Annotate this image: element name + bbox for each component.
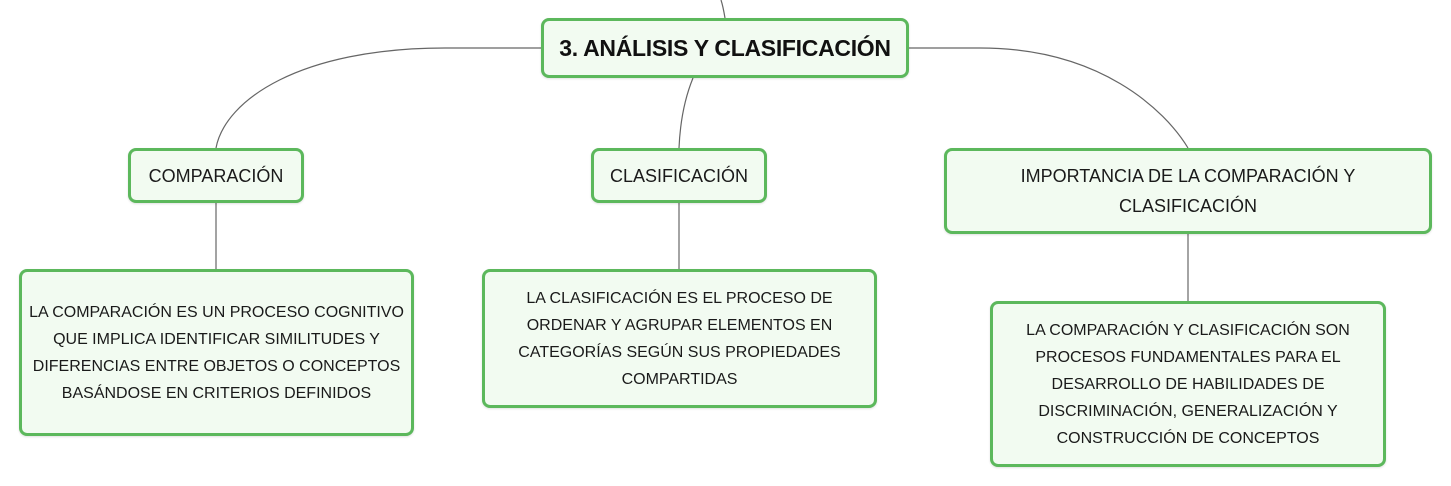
category-node-label: COMPARACIÓN <box>148 165 284 186</box>
connector-root-to-clasificacion <box>678 77 694 149</box>
category-node-clasificacion[interactable]: CLASIFICACIÓN <box>591 148 767 203</box>
connector-root-to-importancia <box>909 47 1189 149</box>
category-node-comparacion[interactable]: COMPARACIÓN <box>128 148 304 203</box>
description-text: LA COMPARACIÓN Y CLASIFICACIÓN SON PROCE… <box>1026 321 1350 447</box>
description-node-clasificacion[interactable]: LA CLASIFICACIÓN ES EL PROCESO DE ORDENA… <box>482 269 877 408</box>
category-node-importancia[interactable]: IMPORTANCIA DE LA COMPARACIÓN Y CLASIFIC… <box>944 148 1432 234</box>
description-node-importancia[interactable]: LA COMPARACIÓN Y CLASIFICACIÓN SON PROCE… <box>990 301 1386 467</box>
description-text: LA COMPARACIÓN ES UN PROCESO COGNITIVO Q… <box>29 303 404 402</box>
description-text: LA CLASIFICACIÓN ES EL PROCESO DE ORDENA… <box>518 289 841 388</box>
root-node[interactable]: 3. ANÁLISIS Y CLASIFICACIÓN <box>541 18 909 78</box>
connector-incoming-to-root <box>720 0 726 19</box>
description-node-comparacion[interactable]: LA COMPARACIÓN ES UN PROCESO COGNITIVO Q… <box>19 269 414 436</box>
category-node-label: CLASIFICACIÓN <box>609 165 749 186</box>
connector-root-to-comparacion <box>215 47 541 149</box>
root-node-title: 3. ANÁLISIS Y CLASIFICACIÓN <box>559 34 891 61</box>
category-node-label: IMPORTANCIA DE LA COMPARACIÓN Y CLASIFIC… <box>1020 166 1356 216</box>
